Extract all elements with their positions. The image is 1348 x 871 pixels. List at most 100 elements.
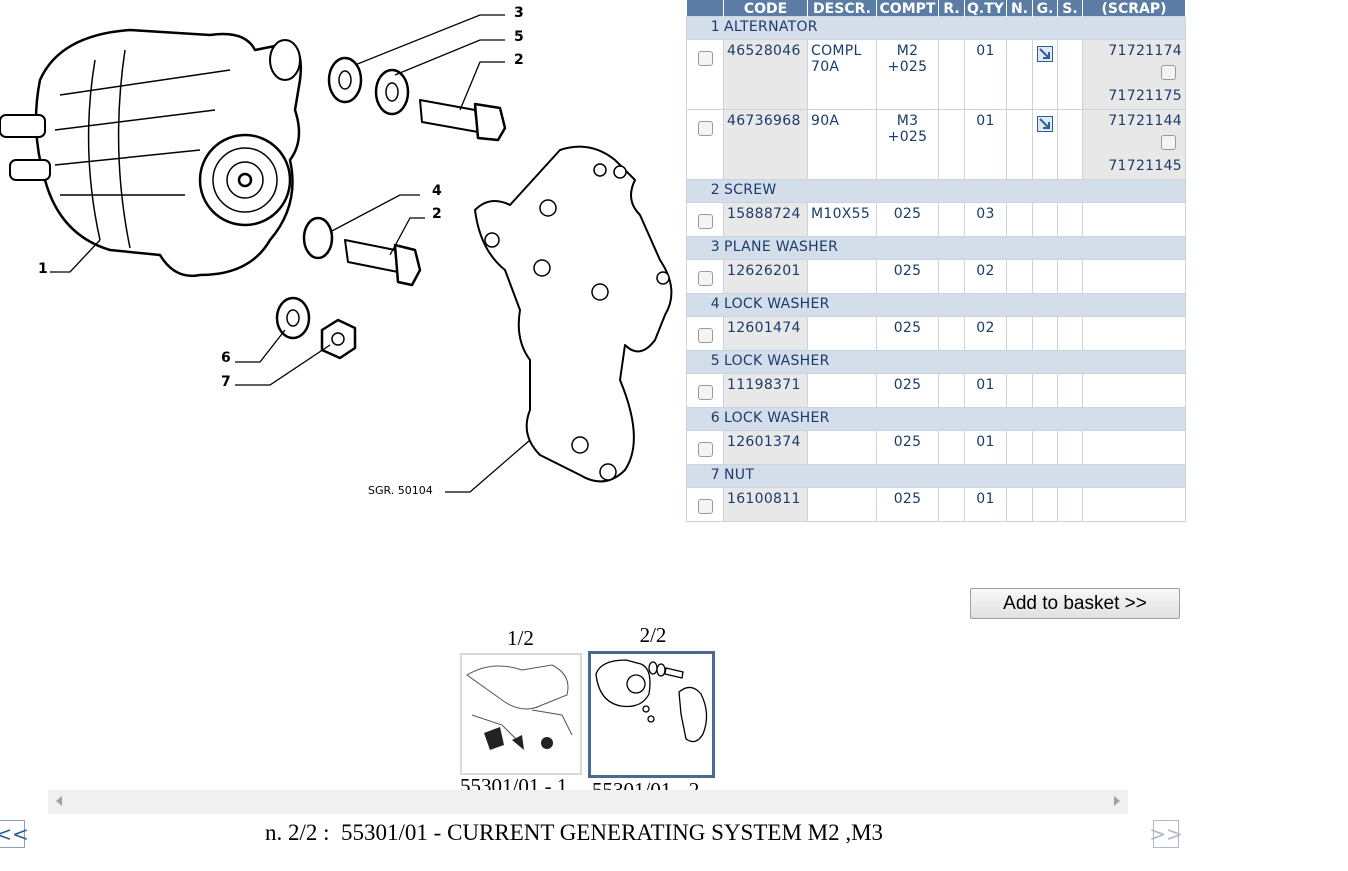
table-row: 12601374 025 01 bbox=[686, 430, 1186, 465]
select-checkbox[interactable] bbox=[697, 328, 713, 343]
callout-5: 5 bbox=[514, 29, 524, 45]
scrap-code: 71721174 bbox=[1108, 43, 1182, 59]
part-s bbox=[1057, 202, 1083, 237]
group-number: 2 bbox=[710, 182, 720, 198]
thumbnail-image-selected bbox=[588, 651, 715, 778]
part-s bbox=[1057, 316, 1083, 351]
scrap-code: 71721144 bbox=[1108, 113, 1182, 129]
part-g bbox=[1032, 39, 1058, 110]
part-description: COMPL 70A bbox=[807, 39, 877, 110]
part-compatibility: 025 bbox=[876, 202, 939, 237]
part-n bbox=[1006, 316, 1033, 351]
part-r bbox=[938, 202, 965, 237]
select-checkbox[interactable] bbox=[697, 271, 713, 286]
part-compatibility: 025 bbox=[876, 430, 939, 465]
part-n bbox=[1006, 202, 1033, 237]
select-checkbox[interactable] bbox=[697, 385, 713, 400]
scrap-code: 71721175 bbox=[1108, 88, 1182, 104]
group-number: 4 bbox=[710, 296, 720, 312]
scroll-right-icon[interactable] bbox=[1114, 796, 1120, 806]
scrap-checkbox[interactable] bbox=[1161, 135, 1176, 150]
col-qty-header: Q.TY bbox=[964, 0, 1007, 17]
part-quantity: 01 bbox=[964, 430, 1007, 465]
part-g bbox=[1032, 259, 1058, 294]
exploded-parts-diagram: 3 5 2 4 2 1 6 7 SGR. 50104 bbox=[0, 0, 680, 495]
open-detail-icon[interactable] bbox=[1037, 46, 1053, 62]
select-checkbox[interactable] bbox=[697, 121, 713, 136]
select-checkbox[interactable] bbox=[697, 51, 713, 66]
select-checkbox[interactable] bbox=[697, 442, 713, 457]
part-compatibility: 025 bbox=[876, 373, 939, 408]
open-detail-icon[interactable] bbox=[1037, 116, 1053, 132]
thumbnail-image bbox=[460, 653, 582, 775]
part-scrap bbox=[1082, 316, 1186, 351]
part-n bbox=[1006, 430, 1033, 465]
thumbnail-page-1[interactable]: 1/2 55301/01 - 1 bbox=[458, 620, 583, 790]
part-scrap bbox=[1082, 202, 1186, 237]
group-name: LOCK WASHER bbox=[724, 296, 830, 312]
part-code: 16100811 bbox=[723, 487, 808, 522]
horizontal-scrollbar[interactable] bbox=[48, 790, 1128, 814]
part-s bbox=[1057, 39, 1083, 110]
part-n bbox=[1006, 373, 1033, 408]
callout-2b: 2 bbox=[432, 206, 442, 222]
part-compatibility: 025 bbox=[876, 316, 939, 351]
scrap-checkbox[interactable] bbox=[1161, 65, 1176, 80]
thumbnail-label: 2/2 bbox=[639, 623, 667, 647]
part-r bbox=[938, 259, 965, 294]
part-code: 12601374 bbox=[723, 430, 808, 465]
part-compatibility: 025 bbox=[876, 259, 939, 294]
col-code-header: CODE bbox=[723, 0, 808, 17]
part-r bbox=[938, 39, 965, 110]
part-n bbox=[1006, 259, 1033, 294]
part-code: 15888724 bbox=[723, 202, 808, 237]
part-quantity: 01 bbox=[964, 39, 1007, 110]
part-r bbox=[938, 109, 965, 180]
part-r bbox=[938, 430, 965, 465]
group-name: LOCK WASHER bbox=[724, 410, 830, 426]
col-r-header: R. bbox=[938, 0, 965, 17]
callout-7: 7 bbox=[221, 374, 231, 390]
select-cell bbox=[686, 373, 724, 408]
select-checkbox[interactable] bbox=[697, 499, 713, 514]
part-compatibility: M3 +025 bbox=[876, 109, 939, 180]
next-page-button[interactable]: >> bbox=[1149, 820, 1183, 848]
scroll-left-icon[interactable] bbox=[56, 796, 62, 806]
select-cell bbox=[686, 316, 724, 351]
part-s bbox=[1057, 373, 1083, 408]
group-number: 3 bbox=[710, 239, 720, 255]
group-number: 6 bbox=[710, 410, 720, 426]
previous-page-button[interactable]: << bbox=[0, 820, 29, 848]
part-compatibility: M2 +025 bbox=[876, 39, 939, 110]
part-code: 11198371 bbox=[723, 373, 808, 408]
diagram-preview-2-icon bbox=[595, 659, 708, 743]
group-name: NUT bbox=[724, 467, 755, 483]
part-g bbox=[1032, 202, 1058, 237]
callout-6: 6 bbox=[221, 350, 231, 366]
part-s bbox=[1057, 109, 1083, 180]
part-code: 46528046 bbox=[723, 39, 808, 110]
part-description bbox=[807, 487, 877, 522]
col-scrap-header: (SCRAP) bbox=[1082, 0, 1186, 17]
col-descr-header: DESCR. bbox=[807, 0, 877, 17]
scrap-code: 71721145 bbox=[1108, 158, 1182, 174]
select-checkbox[interactable] bbox=[697, 214, 713, 229]
diagram-preview-1-icon bbox=[466, 664, 573, 750]
group-number: 5 bbox=[710, 353, 720, 369]
part-code: 46736968 bbox=[723, 109, 808, 180]
add-to-basket-button[interactable]: Add to basket >> bbox=[970, 588, 1180, 619]
select-cell bbox=[686, 202, 724, 237]
thumbnail-page-2[interactable]: 2/2 55301/01 - 2 bbox=[588, 620, 718, 790]
part-code: 12626201 bbox=[723, 259, 808, 294]
